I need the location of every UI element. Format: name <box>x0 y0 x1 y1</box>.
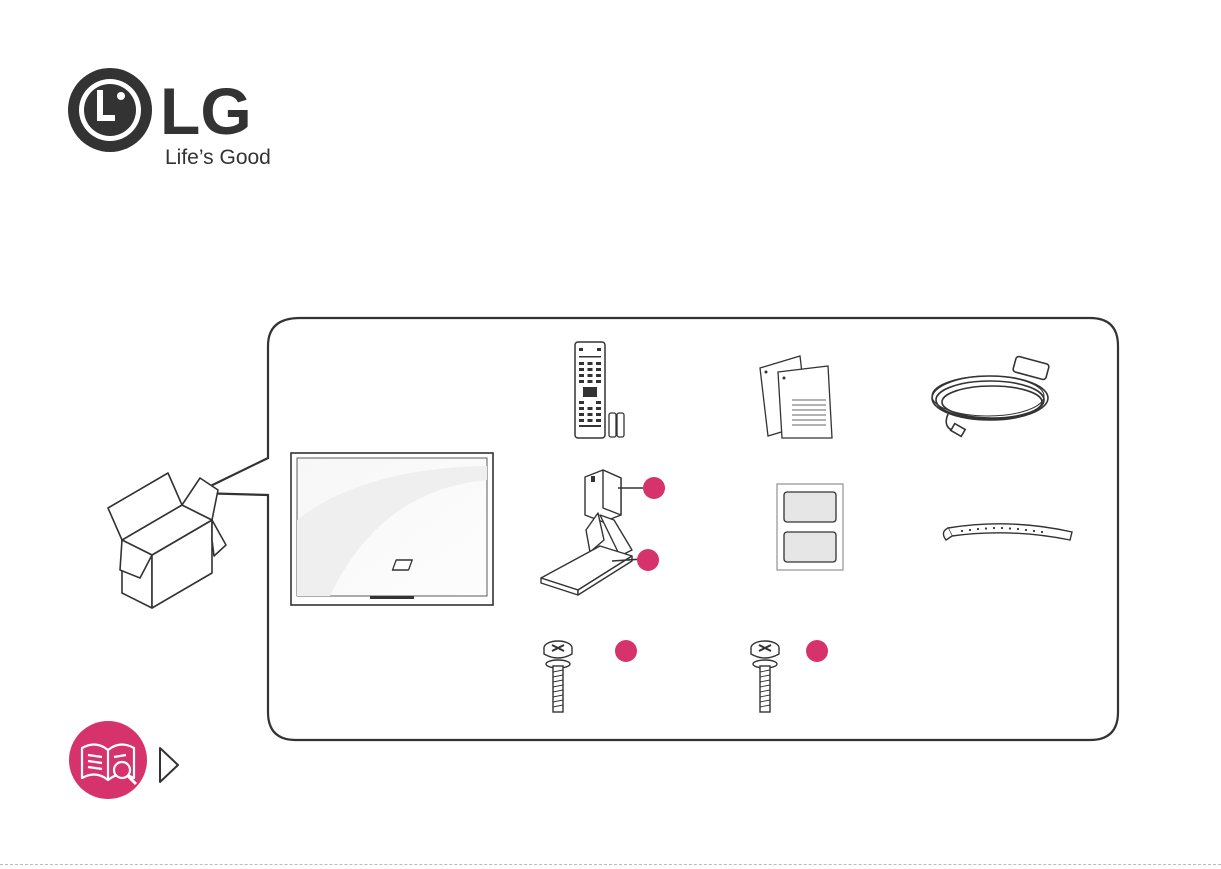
power-cord-illustration <box>932 356 1049 437</box>
box-illustration <box>108 473 226 608</box>
callout-dot-stand-base <box>637 549 659 571</box>
stickers-illustration <box>777 484 843 570</box>
screw-a-illustration <box>544 641 572 712</box>
cable-holder-illustration <box>943 524 1072 540</box>
callout-dot-screw-a <box>615 640 637 662</box>
page-trim-line <box>0 864 1221 865</box>
triangle-right-icon[interactable] <box>160 748 178 782</box>
open-book-magnifier-icon[interactable] <box>69 721 147 799</box>
user-manuals-illustration <box>760 356 832 438</box>
screw-b-illustration <box>751 641 779 712</box>
remote-control-illustration <box>575 342 624 438</box>
callout-dot-stand-body <box>643 477 665 499</box>
tv-panel-illustration <box>291 453 493 605</box>
callout-dot-screw-b <box>806 640 828 662</box>
